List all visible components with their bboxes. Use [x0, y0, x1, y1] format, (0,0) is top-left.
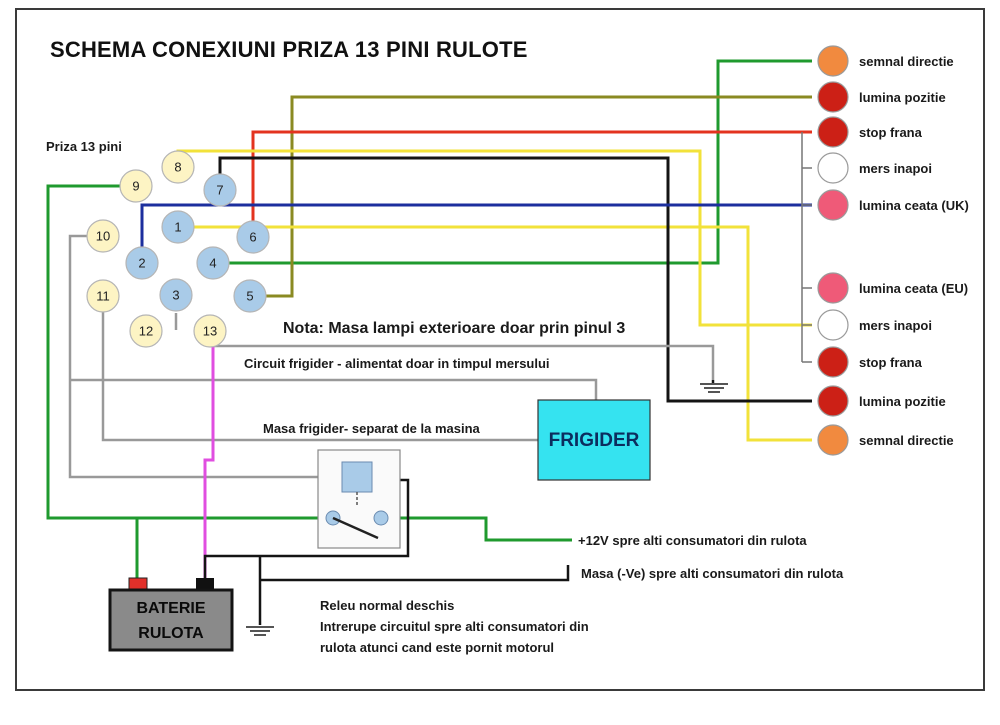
pin-number-2: 2 [138, 256, 145, 271]
pin-11 [86, 279, 120, 313]
lamps: semnal directie lumina pozitie stop frana m… [817, 45, 969, 456]
wire-black-pin7 [218, 156, 812, 403]
pin-6 [236, 220, 270, 254]
ground-symbol-battery [246, 626, 274, 636]
pin-number-3: 3 [172, 288, 179, 303]
wire-red-pin6 [251, 130, 812, 224]
battery: BATERIE RULOTA [108, 577, 234, 652]
relay-contact-right [373, 510, 389, 526]
pin-1 [161, 210, 195, 244]
lamp-0 [817, 45, 849, 77]
lamp-4 [817, 189, 849, 221]
pin-3 [159, 278, 193, 312]
ground-symbol-fridge [700, 383, 728, 393]
wire-blue-pin2 [140, 203, 812, 263]
pin-4 [196, 246, 230, 280]
relay-note-line3: rulota atunci cand este pornit motorul [320, 640, 554, 655]
lamp-label-5: lumina ceata (EU) [859, 281, 968, 296]
wire-olive-pin5 [250, 95, 812, 298]
wire-grey-pin13-dotted [213, 344, 715, 380]
lamp-1 [817, 81, 849, 113]
pin-12 [129, 314, 163, 348]
pin-number-1: 1 [174, 220, 181, 235]
lamp-return-bus [801, 132, 812, 363]
relay [317, 449, 401, 549]
pin-number-12: 12 [139, 324, 153, 339]
wire-masa-output [258, 556, 570, 625]
masa-label: Masa (-Ve) spre alti consumatori din rul… [581, 566, 844, 581]
diagram-title: SCHEMA CONEXIUNI PRIZA 13 PINI RULOTE [50, 37, 528, 62]
lamp-label-8: lumina pozitie [859, 394, 946, 409]
pin-number-8: 8 [174, 160, 181, 175]
pin-8 [161, 150, 195, 184]
lamp-3 [817, 152, 849, 184]
fridge-box [537, 399, 651, 481]
fridge-ground-label: Masa frigider- separat de la masina [263, 421, 481, 436]
pin-number-7: 7 [216, 183, 223, 198]
wire-green-pin9 [46, 184, 572, 542]
lamp-label-1: lumina pozitie [859, 90, 946, 105]
nota-text: Nota: Masa lampi exterioare doar prin pi… [283, 320, 625, 337]
pin-number-13: 13 [203, 324, 217, 339]
lamp-label-2: stop frana [859, 125, 923, 140]
pin-9 [119, 169, 153, 203]
pin-number-10: 10 [96, 229, 110, 244]
pin-number-9: 9 [132, 179, 139, 194]
relay-coil [341, 461, 373, 493]
plus12v-label: +12V spre alti consumatori din rulota [578, 533, 807, 548]
socket-label: Priza 13 pini [46, 139, 122, 154]
lamp-label-3: mers inapoi [859, 161, 932, 176]
pin-7 [203, 173, 237, 207]
lamp-5 [817, 272, 849, 304]
pin-5 [233, 279, 267, 313]
lamp-label-9: semnal directie [859, 433, 954, 448]
pin-number-4: 4 [209, 256, 216, 271]
battery-minus-terminal [196, 578, 214, 590]
pin-number-11: 11 [96, 289, 110, 304]
wire-green-pin4 [213, 59, 812, 265]
wire-grey-pin11 [101, 298, 540, 442]
lamp-8 [817, 385, 849, 417]
battery-label-line1: BATERIE [136, 600, 205, 617]
lamp-9 [817, 424, 849, 456]
lamp-label-6: mers inapoi [859, 318, 932, 333]
wire-grey-fridge-feed [70, 378, 598, 400]
wire-yellow-pin1 [178, 225, 812, 442]
lamp-label-4: lumina ceata (UK) [859, 198, 969, 213]
battery-plus-terminal [128, 577, 148, 591]
lamp-2 [817, 116, 849, 148]
lamp-7 [817, 346, 849, 378]
pin-number-5: 5 [246, 289, 253, 304]
pin-2 [125, 246, 159, 280]
lamp-label-0: semnal directie [859, 54, 954, 69]
pin-10 [86, 219, 120, 253]
lamp-6 [817, 309, 849, 341]
lamp-label-7: stop frana [859, 355, 923, 370]
fridge-circuit-label: Circuit frigider - alimentat doar in tim… [244, 356, 550, 371]
relay-note-line2: Intrerupe circuitul spre alti consumator… [320, 619, 589, 634]
wire-magenta-pin13 [203, 346, 215, 578]
battery-label-line2: RULOTA [138, 625, 204, 642]
pin-13 [193, 314, 227, 348]
fridge-label: FRIGIDER [549, 430, 640, 451]
relay-note-line1: Releu normal deschis [320, 598, 454, 613]
pin-number-6: 6 [249, 230, 256, 245]
